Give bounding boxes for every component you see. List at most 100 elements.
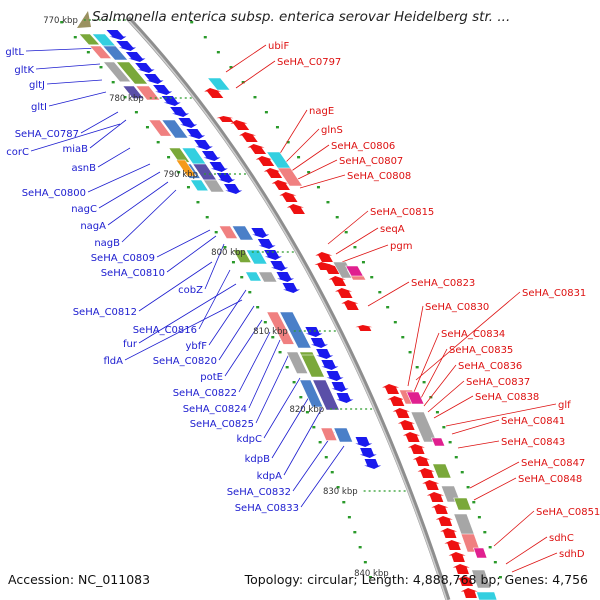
reverse-gene-arrow xyxy=(355,325,373,331)
left-leader-line xyxy=(80,111,119,134)
right-leader-line xyxy=(295,159,338,181)
tick-dot xyxy=(316,186,320,189)
left-gene-label: SeHA_C0832 xyxy=(227,487,291,498)
left-leader-line xyxy=(248,339,281,409)
right-gene-label: glnS xyxy=(321,125,343,136)
right-leader-line xyxy=(413,332,440,393)
left-leader-line xyxy=(204,243,225,290)
blast-hit-block xyxy=(231,225,255,241)
left-leader-line xyxy=(138,283,237,344)
tick-dot xyxy=(177,171,181,174)
tick-dot xyxy=(435,411,439,414)
right-leader-line xyxy=(281,128,320,167)
tick-dot xyxy=(111,81,115,84)
left-leader-line xyxy=(283,407,323,476)
forward-gene-arrow xyxy=(178,118,198,128)
left-leader-line xyxy=(156,229,211,258)
reverse-gene-arrow xyxy=(431,504,449,514)
right-gene-label: SeHA_C0838 xyxy=(475,392,539,403)
left-leader-line xyxy=(300,445,345,508)
left-gene-label: SeHA_C0800 xyxy=(22,188,86,199)
forward-gene-arrow xyxy=(116,41,137,51)
genome-backbone-highlight xyxy=(126,17,448,600)
left-leader-line xyxy=(98,171,161,209)
tick-dot xyxy=(335,216,339,219)
tick-dot xyxy=(401,336,405,339)
forward-gene-arrow xyxy=(186,129,206,139)
tick-dot xyxy=(167,156,171,159)
forward-gene-arrow xyxy=(305,327,323,337)
right-leader-line xyxy=(225,44,267,73)
left-gene-label: ybfF xyxy=(185,341,207,352)
tick-dot-lines xyxy=(60,21,502,579)
tick-dot xyxy=(285,366,289,369)
kbp-tick-label: 800 kbp xyxy=(211,248,246,258)
reverse-gene-arrow xyxy=(255,156,275,166)
blast-hit-block xyxy=(189,179,210,192)
leader-lines xyxy=(25,44,558,573)
right-leader-line xyxy=(415,291,521,381)
forward-gene-arrow xyxy=(201,151,221,161)
forward-gene-arrow xyxy=(209,162,228,172)
blast-hit-block xyxy=(345,265,364,277)
right-gene-label: SeHA_C0851 xyxy=(536,507,600,518)
left-leader-line xyxy=(48,91,107,107)
reverse-gene-arrow xyxy=(456,576,474,586)
forward-gene-arrow xyxy=(224,184,243,194)
page-title: Salmonella enterica subsp. enterica sero… xyxy=(92,9,511,25)
tick-dot xyxy=(190,21,194,24)
tick-dot xyxy=(299,396,303,399)
left-gene-label: fur xyxy=(123,339,138,350)
tick-dot xyxy=(292,381,296,384)
left-gene-label: SeHA_C0822 xyxy=(173,388,237,399)
right-leader-line xyxy=(275,109,308,161)
right-leader-line xyxy=(423,364,457,407)
feature-track xyxy=(78,30,498,600)
reverse-gene-arrow xyxy=(417,468,435,478)
tick-dot xyxy=(216,51,220,54)
tick-dot xyxy=(370,276,374,279)
kbp-tick-label: 820 kbp xyxy=(289,405,324,415)
tick-dot xyxy=(493,561,497,564)
reverse-gene-arrow xyxy=(422,480,440,490)
tick-dot xyxy=(241,81,245,84)
right-gene-label: seqA xyxy=(380,224,405,235)
blast-hit-block xyxy=(276,167,304,187)
tick-dot xyxy=(229,66,233,69)
tick-dot xyxy=(358,546,362,549)
blast-hit-block xyxy=(122,85,145,99)
blast-hit-block xyxy=(320,427,338,441)
tick-dot xyxy=(344,231,348,234)
tick-dot xyxy=(378,291,382,294)
tick-dot xyxy=(253,96,257,99)
left-leader-line xyxy=(97,147,131,168)
left-leader-line xyxy=(35,63,101,70)
left-leader-line xyxy=(218,305,255,361)
left-leader-line xyxy=(30,123,121,152)
reverse-gene-arrow xyxy=(392,408,410,418)
blast-hit-block xyxy=(299,379,324,408)
tick-dot xyxy=(353,246,357,249)
reverse-gene-arrow xyxy=(328,276,347,286)
blast-hit-block xyxy=(232,249,252,263)
reverse-gene-arrow xyxy=(315,252,334,262)
right-leader-line xyxy=(419,348,448,401)
tick-dot xyxy=(483,531,487,534)
tick-dot xyxy=(271,336,275,339)
reverse-gene-arrow xyxy=(397,420,415,430)
tick-dot xyxy=(466,486,470,489)
forward-gene-arrow xyxy=(125,52,146,62)
tick-dot xyxy=(73,36,77,39)
genome-stats-label: Topology: circular; Length: 4,888,768 bp… xyxy=(244,572,588,587)
blast-hit-block xyxy=(431,437,446,447)
tick-dot xyxy=(336,486,340,489)
reverse-gene-arrow xyxy=(230,120,250,130)
reverse-gene-arrow xyxy=(335,288,353,298)
reverse-gene-arrow xyxy=(341,300,359,310)
tick-dot xyxy=(186,186,190,189)
forward-gene-arrow xyxy=(170,107,190,117)
tick-dot xyxy=(477,516,481,519)
right-gene-label: SeHA_C0843 xyxy=(501,437,565,448)
